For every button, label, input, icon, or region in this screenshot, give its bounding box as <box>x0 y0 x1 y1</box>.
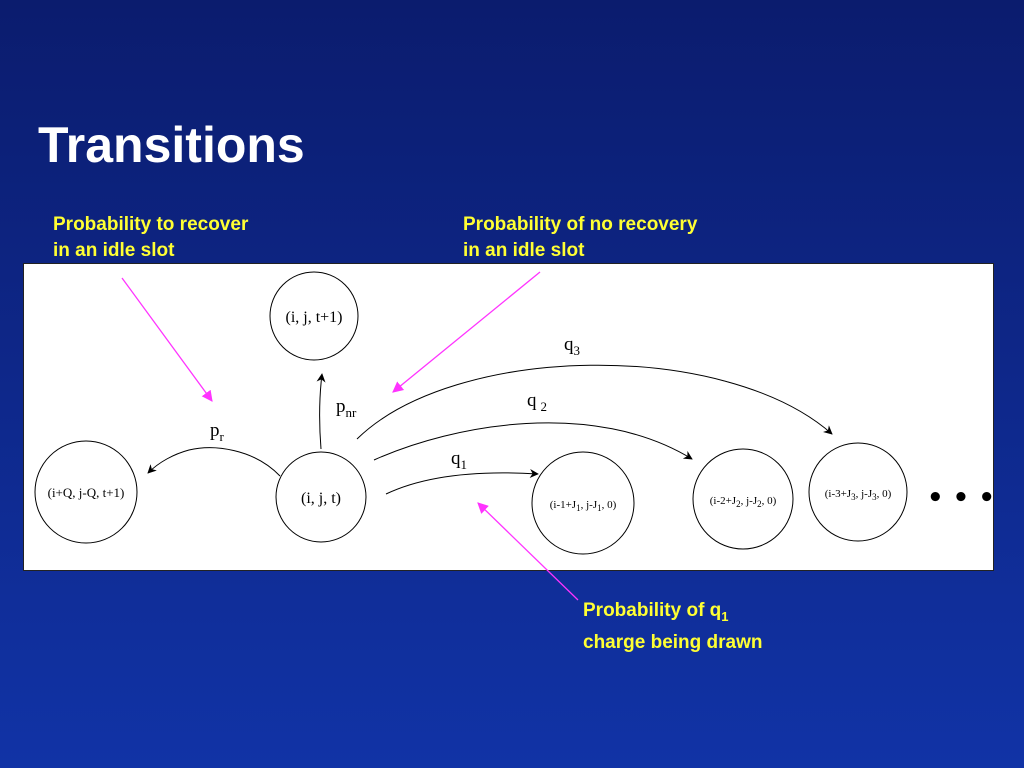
callout-q1-line2: charge being drawn <box>583 631 763 653</box>
state-drawn-3 <box>808 442 908 542</box>
callout-recover-probability: Probability to recover in an idle slot <box>53 212 248 264</box>
callout-no-recovery-line1: Probability of no recovery <box>463 214 698 235</box>
edge-pr <box>147 447 281 477</box>
callout-no-recovery-line2: in an idle slot <box>463 240 585 261</box>
diagram-canvas: (i, j, t+1) (i, j, t) (i+Q, j-Q, t+1) (i… <box>34 271 993 555</box>
edge-label-pr: pr <box>210 420 225 444</box>
callout-no-recovery-probability: Probability of no recovery in an idle sl… <box>463 212 697 264</box>
callout-q1-charge-probability: Probability of q1 charge being drawn <box>583 598 762 656</box>
state-drawn-3-label: (i-3+J3, j-J3, 0) <box>825 488 892 502</box>
state-drawn-2 <box>692 448 794 550</box>
callout-q1-line1-prefix: Probability of q <box>583 600 722 621</box>
callout-q1-line1: Probability of q1 <box>583 598 762 630</box>
edge-q2 <box>373 422 693 461</box>
continuation-ellipsis: • • • <box>927 483 993 513</box>
state-recovered-label: (i+Q, j-Q, t+1) <box>48 485 125 500</box>
edge-pnr <box>316 373 326 450</box>
edge-q1 <box>385 469 539 495</box>
slide-title: Transitions <box>38 117 305 173</box>
callout-recover-line2: in an idle slot <box>53 240 175 261</box>
state-next <box>269 271 359 361</box>
state-next-label: (i, j, t+1) <box>285 309 342 326</box>
state-current <box>275 451 367 543</box>
state-drawn-2-label: (i-2+J2, j-J2, 0) <box>710 495 777 509</box>
edge-label-q1: q1 <box>451 448 467 472</box>
edge-label-pnr: pnr <box>336 396 357 420</box>
state-transition-diagram: (i, j, t+1) (i, j, t) (i+Q, j-Q, t+1) (i… <box>23 263 994 571</box>
state-drawn-1-label: (i-1+J1, j-J1, 0) <box>550 499 617 513</box>
callout-recover-line1: Probability to recover <box>53 214 249 235</box>
state-recovered <box>34 440 138 544</box>
callout-q1-line1-sub: 1 <box>721 608 729 624</box>
edge-label-q3: q3 <box>564 334 580 358</box>
edge-q3 <box>356 364 833 440</box>
state-current-label: (i, j, t) <box>301 490 341 507</box>
